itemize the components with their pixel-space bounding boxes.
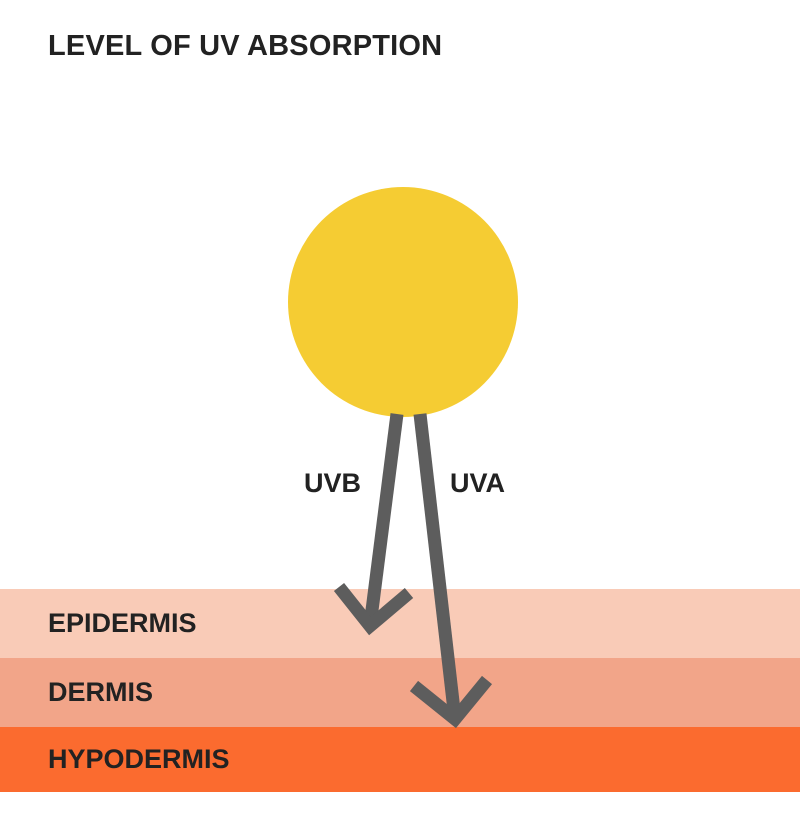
uvb-arrow-shaft — [363, 413, 404, 627]
hypodermis-label: HYPODERMIS — [48, 744, 230, 774]
uva-arrow-shaft — [413, 413, 462, 720]
uva-arrow-head — [409, 675, 493, 729]
uva-arrow — [409, 413, 493, 729]
hypodermis-layer: HYPODERMIS — [0, 727, 800, 792]
uvb-label: UVB — [304, 468, 362, 498]
dermis-layer: DERMIS — [0, 658, 800, 727]
epidermis-label: EPIDERMIS — [48, 608, 197, 638]
sun-icon — [288, 187, 518, 417]
uvb-arrow — [333, 413, 414, 636]
diagram-title: LEVEL OF UV ABSORPTION — [48, 30, 443, 62]
dermis-label: DERMIS — [48, 677, 154, 707]
uvb-arrow-head — [333, 582, 414, 636]
uva-label: UVA — [450, 468, 506, 498]
